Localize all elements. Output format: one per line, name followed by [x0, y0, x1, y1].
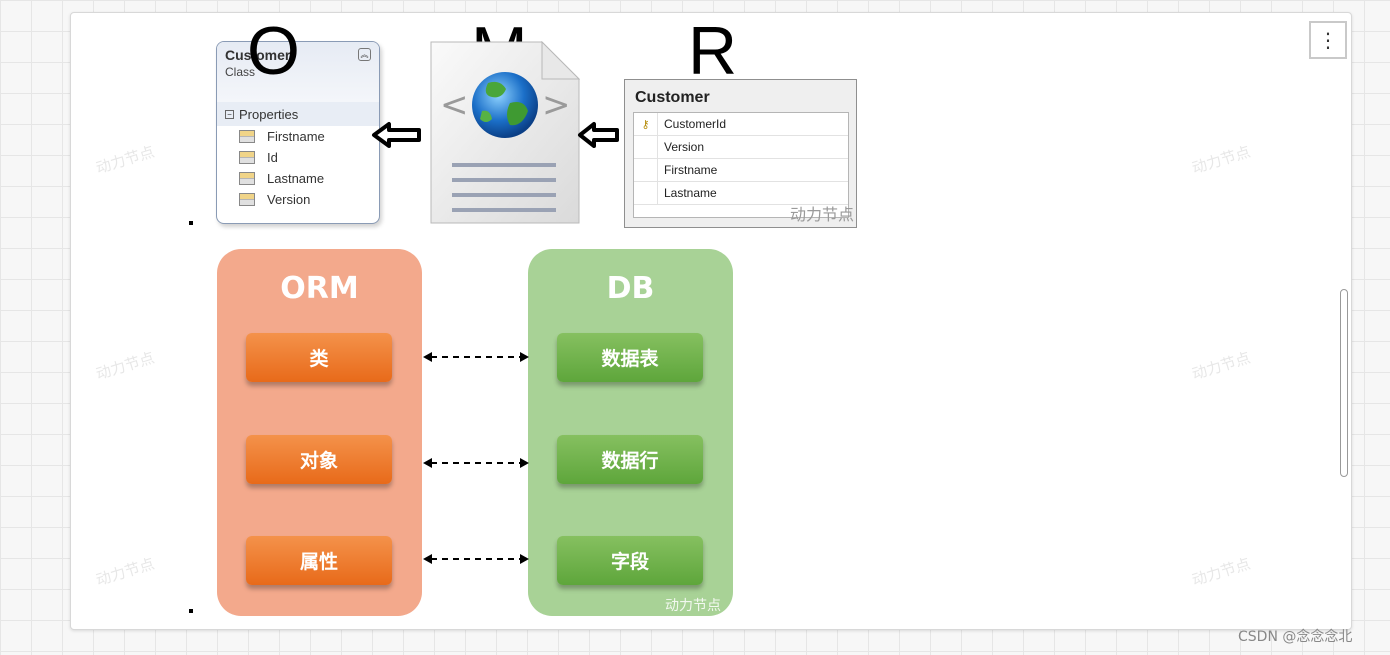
svg-text:<: < — [440, 85, 469, 125]
content-card: ⋮ 动力节点 动力节点 动力节点 动力节点 动力节点 动力节点 Customer… — [70, 12, 1352, 630]
watermark: 动力节点 — [93, 348, 157, 384]
row-marker — [634, 159, 658, 181]
property-label: Version — [267, 192, 311, 207]
watermark: 动力节点 — [1189, 142, 1253, 178]
table-watermark: 动力节点 — [789, 205, 854, 224]
orm-panel: ORM 类 对象 属性 — [217, 249, 422, 616]
column-name: CustomerId — [664, 117, 727, 131]
property-label: Id — [267, 150, 278, 165]
hollow-arrow-left-icon — [578, 122, 619, 148]
db-title: DB — [606, 271, 655, 306]
watermark: 动力节点 — [1189, 554, 1253, 590]
row-marker — [634, 136, 658, 158]
orm-title: ORM — [280, 271, 359, 306]
orm-item-class: 类 — [246, 333, 392, 382]
list-bullet — [189, 609, 193, 613]
bidirectional-arrow-icon — [423, 352, 529, 362]
db-table-diagram: Customer ⚷ CustomerId Version Firstname L… — [624, 79, 857, 228]
db-item-row: 数据行 — [557, 435, 703, 484]
property-icon — [239, 130, 255, 143]
table-row: ⚷ CustomerId — [634, 113, 848, 136]
minus-icon: − — [225, 109, 234, 119]
footer-credit: CSDN @念念念北 — [1238, 629, 1353, 645]
db-item-table: 数据表 — [557, 333, 703, 382]
table-row: Version — [634, 136, 848, 159]
panel-watermark: 动力节点 — [665, 598, 721, 614]
db-item-field: 字段 — [557, 536, 703, 585]
svg-text:>: > — [542, 85, 571, 125]
property-label: Lastname — [267, 171, 325, 186]
letter-o: O — [247, 13, 300, 89]
column-name: Lastname — [664, 186, 717, 200]
table-columns: ⚷ CustomerId Version Firstname Lastname — [633, 112, 849, 218]
key-icon: ⚷ — [634, 113, 658, 135]
property-item: Firstname — [217, 126, 379, 147]
table-row: Lastname — [634, 182, 848, 205]
class-header: Customer Class ︽ — [217, 42, 379, 102]
list-bullet — [189, 221, 193, 225]
watermark: 动力节点 — [93, 554, 157, 590]
orm-item-object: 对象 — [246, 435, 392, 484]
property-icon — [239, 193, 255, 206]
property-icon — [239, 172, 255, 185]
table-row: Firstname — [634, 159, 848, 182]
table-title: Customer — [635, 89, 710, 106]
property-label: Firstname — [267, 129, 325, 144]
scrollbar[interactable] — [1340, 289, 1348, 477]
bidirectional-arrow-icon — [423, 554, 529, 564]
column-name: Version — [664, 140, 705, 154]
class-subtitle: Class — [225, 65, 256, 79]
properties-label: Properties — [239, 106, 299, 122]
collapse-icon: ︽ — [358, 48, 371, 61]
property-item: Id — [217, 147, 379, 168]
hollow-arrow-left-icon — [372, 122, 421, 148]
letter-r: R — [688, 13, 738, 89]
class-title: Customer — [225, 47, 291, 63]
watermark: 动力节点 — [1189, 348, 1253, 384]
row-marker — [634, 182, 658, 204]
class-diagram-box: Customer Class ︽ − Properties Firstname … — [216, 41, 380, 224]
orm-item-attribute: 属性 — [246, 536, 392, 585]
watermark: 动力节点 — [93, 142, 157, 178]
more-options-button[interactable]: ⋮ — [1309, 21, 1347, 59]
column-name: Firstname — [664, 163, 718, 177]
property-item: Version — [217, 189, 379, 210]
xml-document-icon: < > — [430, 41, 580, 224]
properties-section: − Properties — [217, 102, 379, 126]
bidirectional-arrow-icon — [423, 458, 529, 468]
db-panel: DB 数据表 数据行 字段 动力节点 — [528, 249, 733, 616]
property-item: Lastname — [217, 168, 379, 189]
property-icon — [239, 151, 255, 164]
